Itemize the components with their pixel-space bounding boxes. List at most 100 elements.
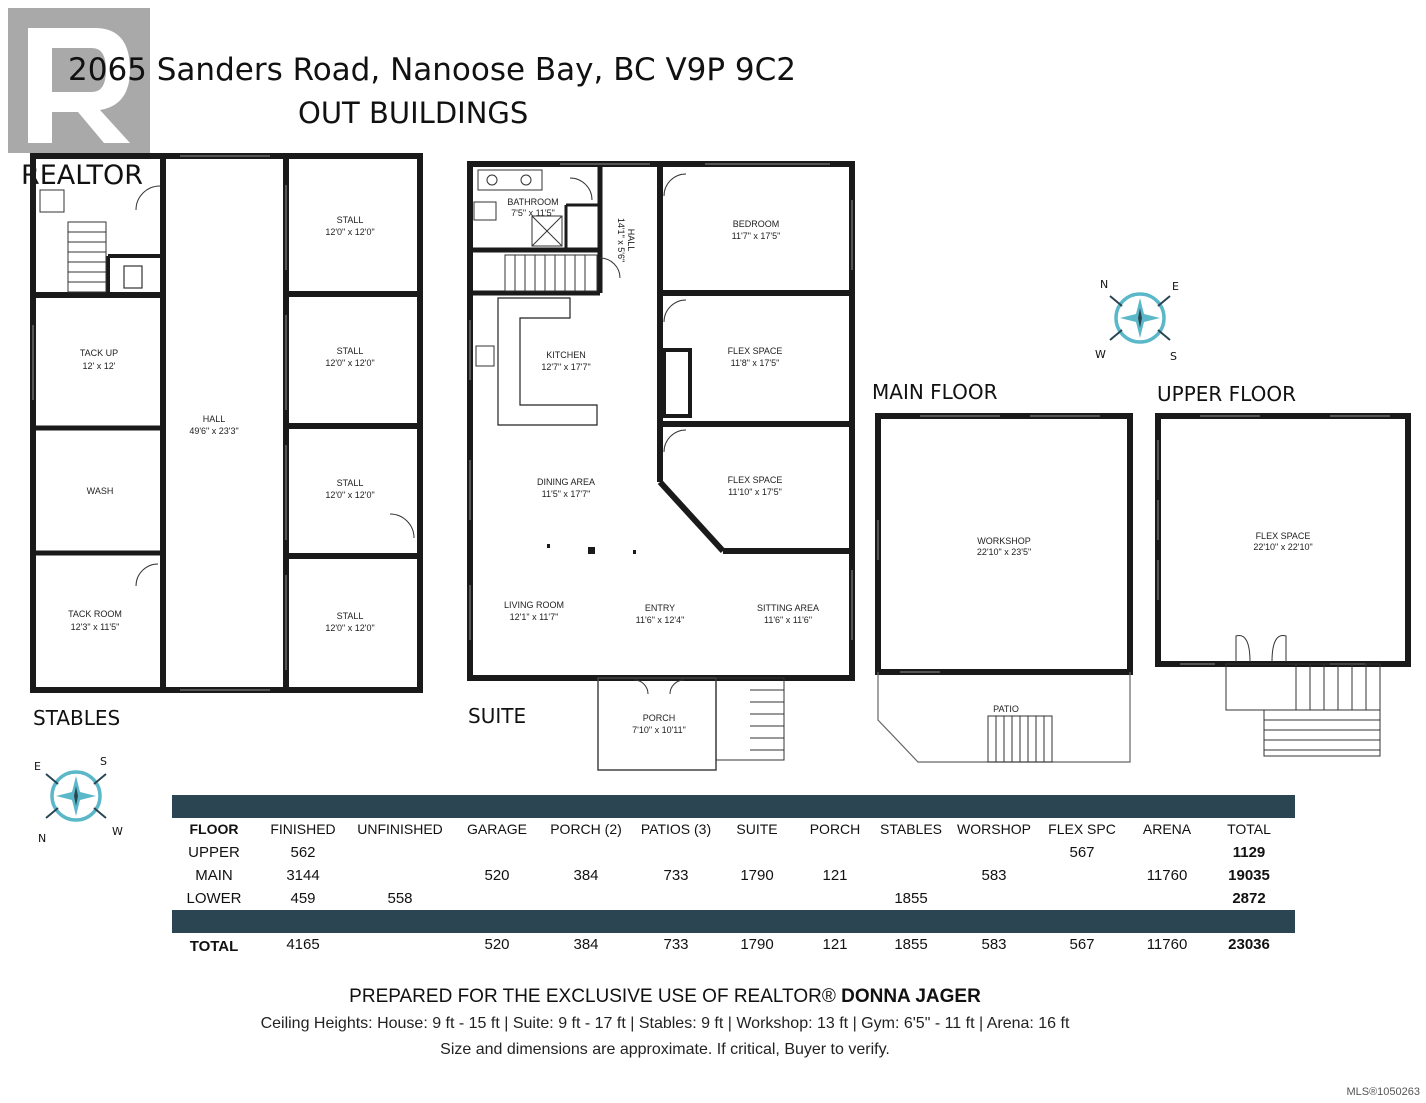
- room-bathroom-dim: 7'5" x 11'5": [511, 208, 555, 218]
- room-tack-room-name: TACK ROOM: [68, 609, 122, 619]
- room-stall-1-name: STALL: [337, 215, 364, 225]
- room-dining-dim: 11'5" x 17'7": [542, 489, 591, 499]
- room-living-dim: 12'1" x 11'7": [510, 612, 559, 622]
- stables-plan: TACK UP 12' x 12' HALL 49'6" x 23'3" WAS…: [30, 153, 423, 693]
- room-kitchen-dim: 12'7" x 17'7": [541, 362, 590, 372]
- room-stall-2-dim: 12'0" x 12'0": [325, 358, 374, 368]
- room-stall-4-dim: 12'0" x 12'0": [325, 623, 374, 633]
- cell: 567: [1069, 844, 1095, 861]
- room-entry-dim: 11'6" x 12'4": [636, 615, 685, 625]
- room-wash-name: WASH: [87, 486, 114, 496]
- table-row: MAIN 3144 520 384 733 1790 121 583 11760…: [172, 864, 1295, 887]
- cell: 1855: [894, 936, 928, 953]
- th-total: TOTAL: [1227, 821, 1271, 837]
- cell: 1129: [1232, 844, 1266, 861]
- room-workshop-dim: 22'10" x 23'5": [977, 547, 1031, 557]
- cell: 3144: [286, 867, 320, 884]
- room-living-name: LIVING ROOM: [504, 600, 564, 610]
- cell: 11760: [1146, 936, 1188, 953]
- workshop-upper-plan: FLEX SPACE 22'10" x 22'10": [1155, 413, 1411, 757]
- compass-w: W: [1095, 348, 1106, 361]
- cell: UPPER: [188, 844, 240, 861]
- cell: 562: [290, 844, 316, 861]
- room-tack-up-name: TACK UP: [80, 348, 118, 358]
- label-suite: SUITE: [468, 704, 527, 728]
- mls-number: MLS®1050263: [1346, 1086, 1420, 1098]
- table-header-row: FLOOR FINISHED UNFINISHED GARAGE PORCH (…: [172, 818, 1295, 841]
- cell: 733: [663, 936, 689, 953]
- room-dining-name: DINING AREA: [537, 477, 595, 487]
- area-table: FLOOR FINISHED UNFINISHED GARAGE PORCH (…: [172, 795, 1295, 959]
- cell: 583: [981, 867, 1007, 884]
- th-flex-spc: FLEX SPC: [1048, 821, 1116, 837]
- room-kitchen-name: KITCHEN: [546, 350, 586, 360]
- compass-2-w: W: [112, 825, 123, 838]
- realtor-logo: REALTOR: [8, 8, 150, 191]
- table-mid-band: [172, 910, 1295, 933]
- out-buildings-subtitle: OUT BUILDINGS: [298, 96, 529, 130]
- prepared-text: PREPARED FOR THE EXCLUSIVE USE OF REALTO…: [349, 986, 836, 1007]
- cell: 23036: [1228, 936, 1270, 953]
- th-unfinished: UNFINISHED: [357, 821, 443, 837]
- th-suite: SUITE: [736, 821, 778, 837]
- cell: 567: [1069, 936, 1095, 953]
- room-porch-name: PORCH: [643, 713, 676, 723]
- label-main-floor: MAIN FLOOR: [872, 380, 998, 404]
- th-stables: STABLES: [880, 821, 942, 837]
- cell: 459: [290, 890, 316, 907]
- room-entry-name: ENTRY: [645, 603, 675, 613]
- suite-plan: BATHROOM 7'5" x 11'5" HALL 14'1" x 5'6" …: [467, 161, 855, 771]
- room-stall-3-name: STALL: [337, 478, 364, 488]
- th-floor: FLOOR: [189, 821, 239, 837]
- table-total-row: TOTAL 4165 520 384 733 1790 121 1855 583…: [172, 933, 1295, 959]
- table-row: LOWER 459 558 1855 2872: [172, 887, 1295, 910]
- cell: MAIN: [195, 867, 233, 884]
- cell: 19035: [1228, 867, 1270, 884]
- cell: 520: [484, 936, 510, 953]
- room-hall-name: HALL: [203, 414, 226, 424]
- address-title: 2065 Sanders Road, Nanoose Bay, BC V9P 9…: [68, 52, 797, 88]
- cell: 384: [573, 936, 599, 953]
- compass-2-n: N: [38, 832, 46, 845]
- cell: 558: [387, 890, 413, 907]
- room-flex-1-name: FLEX SPACE: [728, 346, 783, 356]
- room-flex-1-dim: 11'8" x 17'5": [731, 358, 780, 368]
- th-finished: FINISHED: [270, 821, 336, 837]
- cell: TOTAL: [189, 938, 239, 955]
- th-patios3: PATIOS (3): [640, 821, 712, 837]
- label-upper-floor: UPPER FLOOR: [1157, 382, 1296, 406]
- cell: 1790: [740, 867, 774, 884]
- room-bathroom-name: BATHROOM: [507, 197, 558, 207]
- room-tack-up-dim: 12' x 12': [83, 361, 116, 371]
- room-tack-room-dim: 12'3" x 11'5": [71, 622, 120, 632]
- room-flex-2-dim: 11'10" x 17'5": [728, 487, 782, 497]
- realtor-name: DONNA JAGER: [841, 986, 981, 1007]
- room-porch-dim: 7'10" x 10'11": [632, 725, 686, 735]
- room-workshop-name: WORKSHOP: [977, 536, 1031, 546]
- compass-e: E: [1172, 280, 1179, 293]
- room-flex-upper-name: FLEX SPACE: [1256, 531, 1311, 541]
- compass-rose-icon: [45, 770, 107, 822]
- compass-n: N: [1100, 278, 1108, 291]
- realtor-logo-text: REALTOR: [21, 160, 143, 191]
- room-patio-name: PATIO: [993, 704, 1019, 714]
- th-garage: GARAGE: [467, 821, 527, 837]
- ceiling-heights: Ceiling Heights: House: 9 ft - 15 ft | S…: [260, 1015, 1070, 1032]
- compass-2-e: E: [34, 760, 41, 773]
- cell: 11760: [1146, 867, 1188, 884]
- prepared-line: PREPARED FOR THE EXCLUSIVE USE OF REALTO…: [0, 986, 1330, 1008]
- cell: 1790: [740, 936, 774, 953]
- cell: LOWER: [186, 890, 242, 907]
- cell: 4165: [286, 936, 320, 953]
- room-bedroom-name: BEDROOM: [733, 219, 780, 229]
- room-bedroom-dim: 11'7" x 17'5": [732, 231, 781, 241]
- cell: 121: [822, 936, 848, 953]
- label-stables: STABLES: [33, 706, 121, 730]
- room-stall-1-dim: 12'0" x 12'0": [325, 227, 374, 237]
- room-stall-2-name: STALL: [337, 346, 364, 356]
- room-suite-hall-dim: 14'1" x 5'6": [616, 218, 626, 262]
- disclaimer: Size and dimensions are approximate. If …: [440, 1041, 890, 1058]
- compass-rose-icon: N E W S: [1095, 278, 1179, 363]
- room-stall-4-name: STALL: [337, 611, 364, 621]
